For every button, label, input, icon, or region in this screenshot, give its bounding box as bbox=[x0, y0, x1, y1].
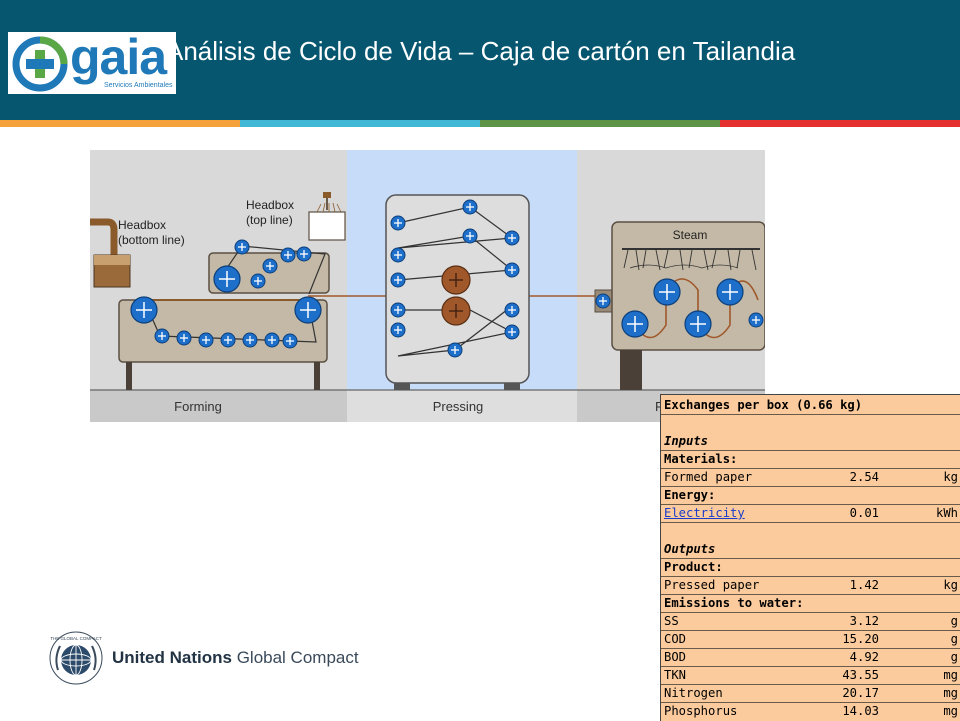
stripe-cyan bbox=[240, 120, 480, 127]
row-value: 1.42 bbox=[849, 578, 879, 592]
logo-wordmark: gaia bbox=[70, 29, 167, 85]
paper-machine-diagram: Forming Pressing P Headbox (bottom line)… bbox=[90, 150, 765, 422]
row-label: COD bbox=[664, 632, 687, 646]
table-row: Electricity 0.01 kWh bbox=[661, 504, 960, 523]
materials-heading-row: Materials: bbox=[661, 450, 960, 469]
row-unit: mg bbox=[943, 686, 958, 700]
un-global-compact-logo: THE GLOBAL COMPACT United Nations Global… bbox=[48, 630, 368, 690]
un-emblem-icon: THE GLOBAL COMPACT bbox=[49, 631, 103, 685]
row-value: 15.20 bbox=[842, 632, 879, 646]
row-unit: g bbox=[950, 614, 958, 628]
row-value: 2.54 bbox=[849, 470, 879, 484]
ungc-wordmark: United Nations Global Compact bbox=[112, 648, 359, 668]
table-row: Nitrogen 20.17 mg bbox=[661, 684, 960, 703]
table-row: Phosphorus 14.03 mg bbox=[661, 702, 960, 720]
row-label: Phosphorus bbox=[664, 704, 738, 718]
logo-tagline: Servicios Ambientales bbox=[104, 82, 173, 89]
steam-label: Steam bbox=[673, 228, 708, 242]
row-value: 14.03 bbox=[842, 704, 879, 718]
headbox-bottom-label-2: (bottom line) bbox=[118, 233, 185, 247]
table-title: Exchanges per box (0.66 kg) bbox=[664, 398, 863, 412]
product-heading-row: Product: bbox=[661, 558, 960, 577]
table-title-row: Exchanges per box (0.66 kg) bbox=[661, 396, 960, 415]
outputs-heading: Outputs bbox=[664, 542, 716, 556]
row-unit: kWh bbox=[935, 506, 958, 520]
header-bar: gaia Servicios Ambientales Análisis de C… bbox=[0, 0, 960, 120]
row-unit: g bbox=[950, 632, 958, 646]
row-value: 3.12 bbox=[849, 614, 879, 628]
row-label: Pressed paper bbox=[664, 578, 760, 592]
row-label: BOD bbox=[664, 650, 687, 664]
gaia-logo: gaia Servicios Ambientales bbox=[8, 29, 176, 94]
row-value: 20.17 bbox=[842, 686, 879, 700]
headbox-top-label-1: Headbox bbox=[246, 198, 294, 212]
row-label: SS bbox=[664, 614, 679, 628]
ungc-ring-text: THE GLOBAL COMPACT bbox=[50, 636, 102, 641]
page-title: Análisis de Ciclo de Vida – Caja de cart… bbox=[166, 36, 796, 66]
ungc-rest: Global Compact bbox=[236, 648, 359, 667]
row-value: 0.01 bbox=[849, 506, 879, 520]
table-row: Formed paper 2.54 kg bbox=[661, 468, 960, 487]
row-unit: g bbox=[950, 650, 958, 664]
stage-forming-label: Forming bbox=[174, 399, 222, 414]
row-label: TKN bbox=[664, 668, 687, 682]
table-row: TKN 43.55 mg bbox=[661, 666, 960, 685]
ungc-bold: United Nations bbox=[112, 648, 232, 667]
row-unit: kg bbox=[943, 470, 958, 484]
energy-heading-row: Energy: bbox=[661, 486, 960, 505]
row-label: Nitrogen bbox=[664, 686, 723, 700]
stripe-green bbox=[480, 120, 720, 127]
row-unit: kg bbox=[943, 578, 958, 592]
materials-heading: Materials: bbox=[664, 452, 738, 466]
color-stripe-bar bbox=[0, 120, 960, 127]
table-row: Pressed paper 1.42 kg bbox=[661, 576, 960, 595]
inputs-heading: Inputs bbox=[664, 434, 709, 448]
table-row: COD 15.20 g bbox=[661, 630, 960, 649]
headbox-bottom-label-1: Headbox bbox=[118, 218, 166, 232]
emissions-heading-row: Emissions to water: bbox=[661, 594, 960, 613]
energy-heading: Energy: bbox=[664, 488, 716, 502]
row-unit: mg bbox=[943, 704, 958, 718]
table-row: BOD 4.92 g bbox=[661, 648, 960, 667]
stripe-orange bbox=[0, 120, 240, 127]
product-heading: Product: bbox=[664, 560, 723, 574]
stripe-red bbox=[720, 120, 960, 127]
gaia-logo-icon bbox=[12, 36, 68, 92]
electricity-link[interactable]: Electricity bbox=[664, 506, 745, 520]
headbox-top-label-2: (top line) bbox=[246, 213, 293, 227]
row-unit: mg bbox=[943, 668, 958, 682]
exchanges-table: Exchanges per box (0.66 kg) Inputs Mater… bbox=[660, 394, 960, 721]
stage-third-label: P bbox=[655, 399, 664, 414]
inputs-heading-row: Inputs bbox=[661, 432, 960, 451]
stage-pressing-label: Pressing bbox=[433, 399, 484, 414]
outputs-heading-row: Outputs bbox=[661, 540, 960, 559]
row-value: 4.92 bbox=[849, 650, 879, 664]
emissions-heading: Emissions to water: bbox=[664, 596, 804, 610]
row-label: Formed paper bbox=[664, 470, 753, 484]
table-row: SS 3.12 g bbox=[661, 612, 960, 631]
row-value: 43.55 bbox=[842, 668, 879, 682]
